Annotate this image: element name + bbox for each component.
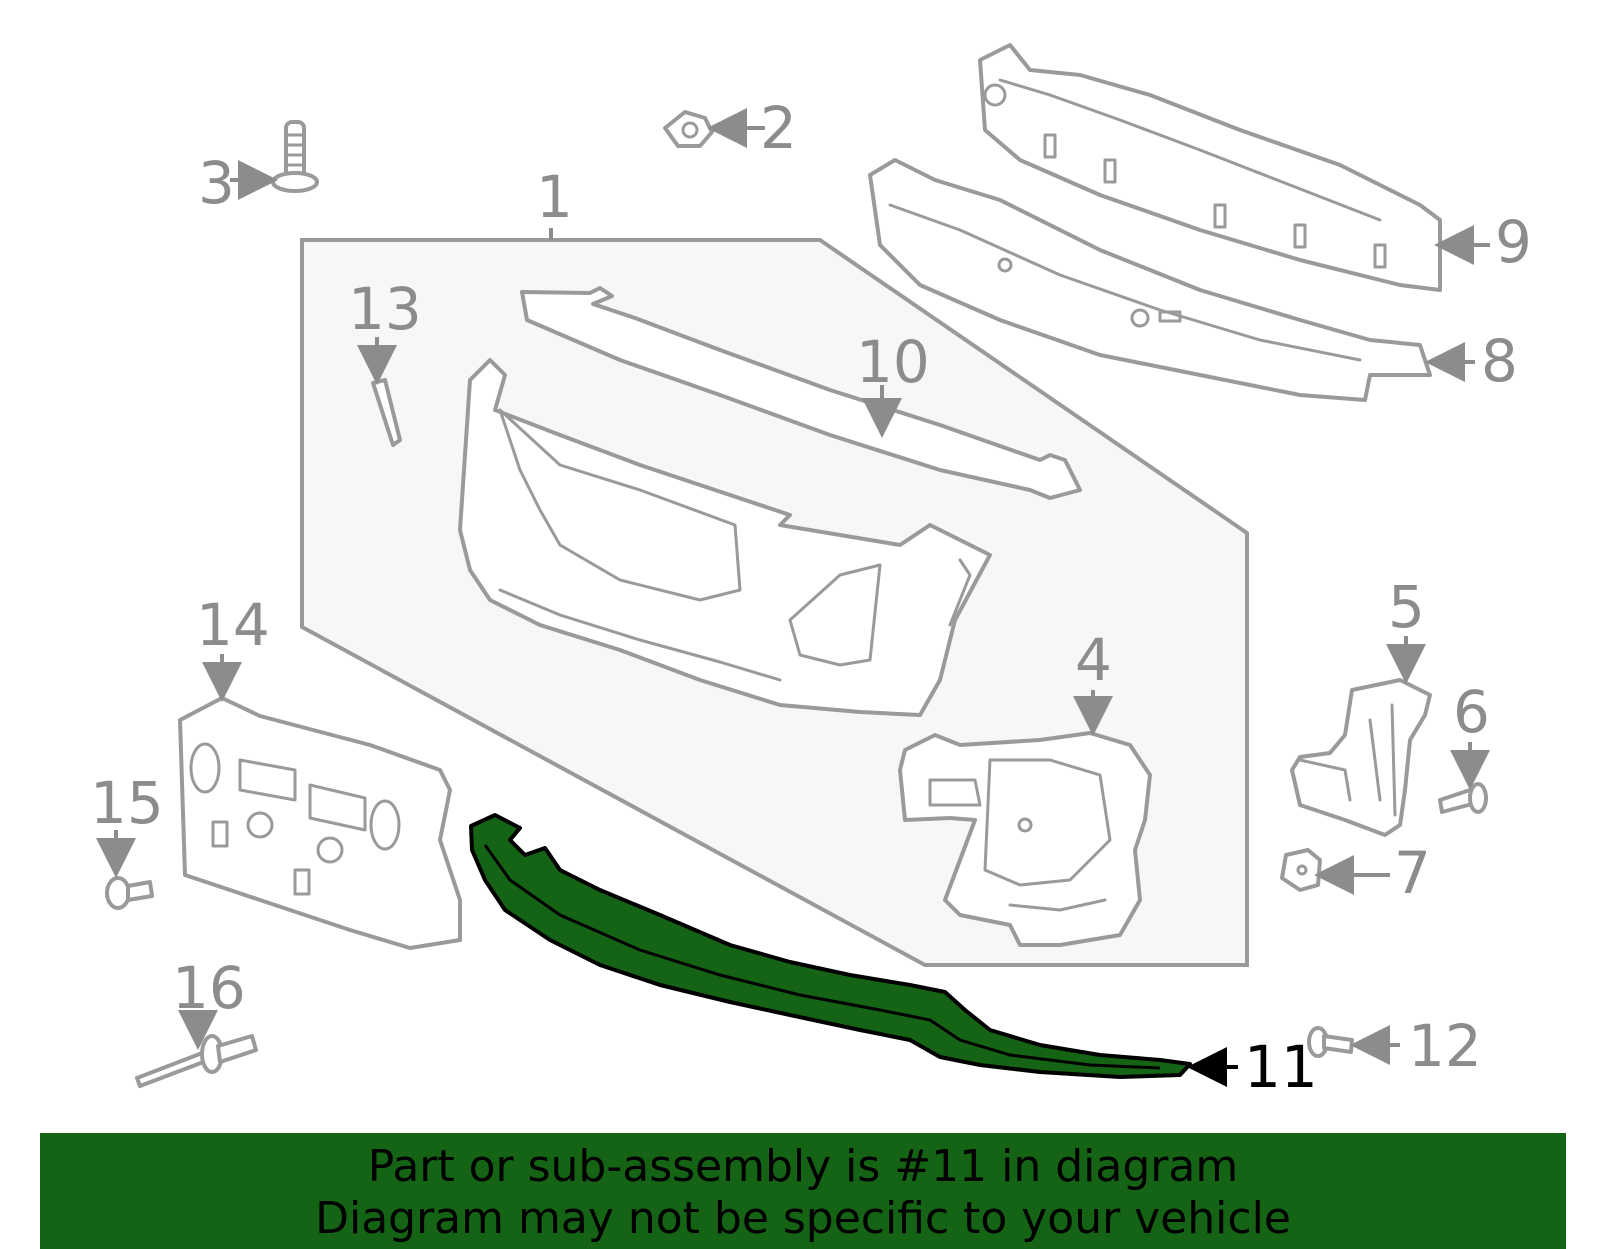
- callout-13: 13: [348, 275, 422, 343]
- rivet-part: [135, 1034, 258, 1088]
- callout-16: 16: [172, 954, 246, 1022]
- side-guide-part: [1290, 678, 1432, 837]
- license-bracket-part: [178, 696, 462, 950]
- bolt-part-12: [1307, 1026, 1354, 1058]
- callout-4: 4: [1075, 626, 1112, 694]
- callout-15: 15: [90, 769, 164, 837]
- callout-2: 2: [760, 94, 797, 162]
- clip-nut-part: [1280, 848, 1322, 892]
- bolt-part-3: [271, 120, 319, 193]
- callout-6: 6: [1453, 678, 1490, 746]
- callout-12: 12: [1408, 1012, 1482, 1080]
- banner-line-disclaimer: Diagram may not be specific to your vehi…: [315, 1193, 1291, 1244]
- energy-absorber-part: [978, 43, 1442, 292]
- callout-14: 14: [196, 591, 270, 659]
- side-bracket-part: [898, 731, 1152, 947]
- callout-3: 3: [198, 149, 235, 217]
- callout-9: 9: [1495, 208, 1532, 276]
- bumper-cover-part: [458, 358, 992, 717]
- screw-part-15: [105, 876, 154, 910]
- callout-10: 10: [856, 328, 930, 396]
- callout-5: 5: [1388, 573, 1425, 641]
- screw-part-6: [1438, 782, 1488, 814]
- callout-11: 11: [1244, 1033, 1318, 1101]
- info-banner: Part or sub-assembly is #11 in diagram D…: [40, 1133, 1566, 1249]
- push-nut-part: [663, 110, 714, 148]
- upper-bar-part: [520, 286, 1082, 500]
- banner-line-part-number: Part or sub-assembly is #11 in diagram: [367, 1141, 1239, 1192]
- callout-1: 1: [536, 163, 573, 231]
- callout-7: 7: [1394, 839, 1431, 907]
- callout-8: 8: [1481, 327, 1518, 395]
- lower-valance-part: [469, 813, 1192, 1079]
